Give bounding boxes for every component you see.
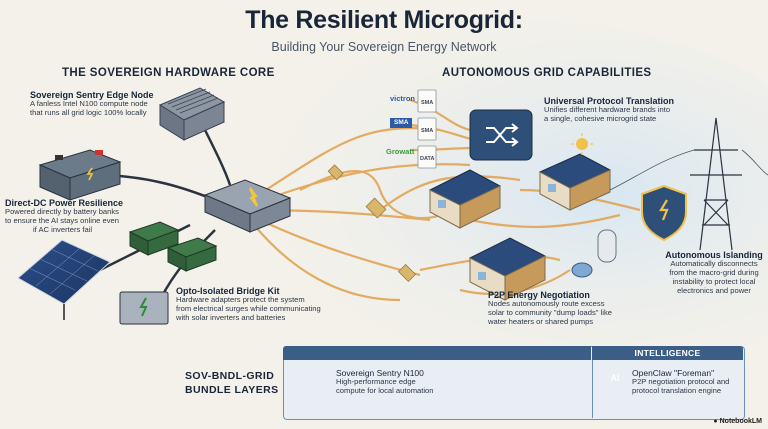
notebooklm-watermark: ● NotebookLM (713, 418, 762, 425)
n100-desc: High-performance edge compute for local … (336, 377, 434, 395)
sma-logo: SMA (394, 119, 409, 126)
islanding-desc: Automatically disconnects from the macro… (669, 259, 759, 295)
sun-icon (571, 133, 593, 155)
dc-power-desc: Powered directly by battery banks to ens… (5, 207, 119, 234)
n100-label: Sovereign Sentry N100 (336, 368, 424, 378)
protocol-documents (417, 89, 437, 169)
bridge-kit-label: Opto-Isolated Bridge Kit (176, 286, 280, 296)
protocol-translation-callout: Universal Protocol Translation Unifies d… (544, 96, 734, 124)
p2p-label: P2P Energy Negotiation (488, 290, 590, 300)
house-2 (538, 153, 612, 211)
solar-panel-array (17, 239, 111, 320)
power-tower-icon (609, 117, 768, 251)
p2p-callout: P2P Energy Negotiation Nodes autonomousl… (488, 290, 648, 327)
shield-icon (641, 184, 687, 242)
doc-label-1: SMA (421, 100, 434, 106)
dc-power-callout: Direct-DC Power Resilience Powered direc… (5, 198, 155, 235)
shared-pump (571, 262, 593, 278)
protocol-translation-desc: Unifies different hardware brands into a… (544, 105, 671, 123)
page-subtitle: Building Your Sovereign Energy Network (271, 40, 497, 54)
bundle-divider (592, 360, 593, 418)
islanding-callout: Autonomous Islanding Automatically disco… (662, 250, 766, 296)
bridge-kit-modules (128, 221, 218, 272)
doc-label-2: SMA (421, 128, 434, 134)
water-heater (597, 229, 617, 263)
bundle-panel-header (283, 346, 591, 360)
central-hub (203, 179, 292, 233)
house-3 (468, 237, 547, 301)
right-section-heading: AUTONOMOUS GRID CAPABILITIES (442, 67, 652, 79)
bridge-kit-desc: Hardware adapters protect the system fro… (176, 295, 321, 322)
battery-bank (38, 149, 122, 201)
openclaw-label: OpenClaw "Foreman" (632, 368, 715, 378)
left-section-heading: THE SOVEREIGN HARDWARE CORE (62, 67, 275, 79)
victron-logo: victron (390, 94, 416, 103)
growatt-logo: Growatt (386, 147, 415, 156)
doc-label-3: DATA (420, 156, 435, 162)
intelligence-header: INTELLIGENCE (592, 346, 743, 360)
openclaw-item: OpenClaw "Foreman" P2P negotiation proto… (632, 368, 744, 396)
bundle-heading: SOV-BNDL-GRID BUNDLE LAYERS (185, 370, 279, 396)
n100-item: Sovereign Sentry N100 High-performance e… (336, 368, 536, 396)
wire-junctions (327, 164, 417, 283)
islanding-label: Autonomous Islanding (665, 250, 763, 260)
small-battery (119, 291, 169, 325)
edge-node-desc: A fanless Intel N100 compute node that r… (30, 99, 148, 117)
sma-logo-bg (390, 118, 412, 128)
edge-node-device (158, 87, 226, 141)
dc-power-label: Direct-DC Power Resilience (5, 198, 124, 208)
edge-node-label: Sovereign Sentry Edge Node (30, 90, 154, 100)
p2p-desc: Nodes autonomously route excess solar to… (488, 299, 612, 326)
edge-node-callout: Sovereign Sentry Edge Node A fanless Int… (30, 90, 190, 118)
page-title: The Resilient Microgrid: (245, 6, 523, 34)
house-1 (428, 169, 502, 229)
translation-hub-icon (469, 109, 533, 161)
openclaw-desc: P2P negotiation protocol and protocol tr… (632, 377, 730, 395)
bridge-kit-callout: Opto-Isolated Bridge Kit Hardware adapte… (176, 286, 356, 323)
protocol-translation-label: Universal Protocol Translation (544, 96, 675, 106)
ai-chip-label: AI (610, 373, 620, 383)
